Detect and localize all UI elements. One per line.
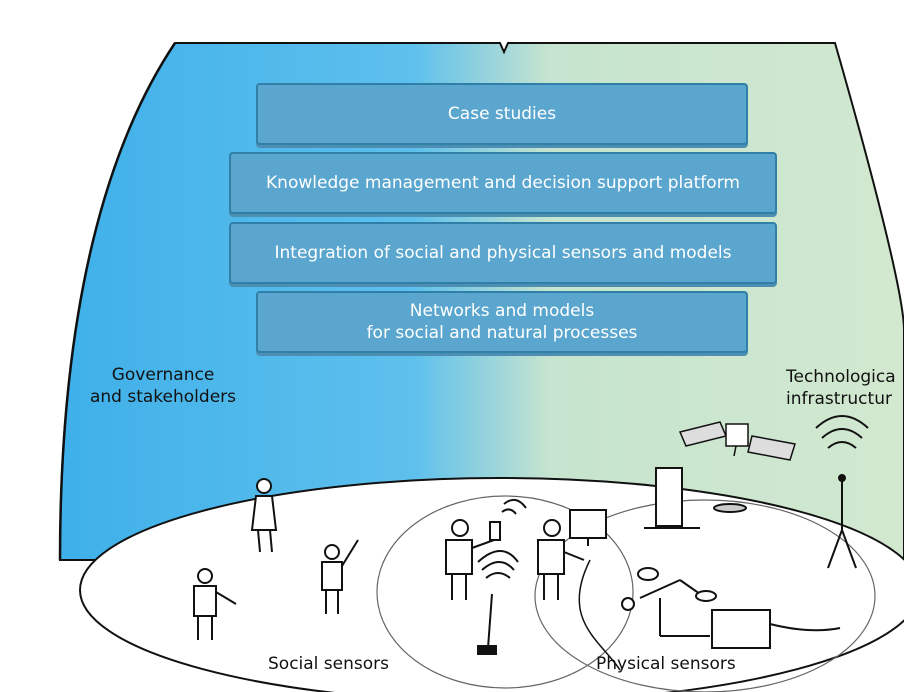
technological-label-line1: Technologica xyxy=(786,367,896,387)
layer-knowledge-platform: Knowledge management and decision suppor… xyxy=(229,152,777,214)
layer-label: Knowledge management and decision suppor… xyxy=(266,173,740,193)
dome-outline-left xyxy=(58,42,177,561)
person-with-computer-icon xyxy=(537,509,607,600)
physical-sensors-label: Physical sensors xyxy=(596,654,736,674)
person-waving-icon xyxy=(321,539,359,614)
antenna-tower-icon xyxy=(815,415,869,569)
layer-networks-models: Networks and models for social and natur… xyxy=(256,291,748,353)
ground-ellipse xyxy=(79,477,904,692)
governance-label-line2: and stakeholders xyxy=(89,387,237,407)
layer-label-line1: Networks and models xyxy=(409,301,595,321)
weather-station-icon xyxy=(621,567,841,649)
layer-label-line2: for social and natural processes xyxy=(366,323,638,343)
person-icon xyxy=(250,478,278,553)
person-icon xyxy=(193,568,237,640)
mobile-antenna-icon xyxy=(477,550,519,655)
sensor-cable xyxy=(578,559,621,671)
social-sensors-circle xyxy=(376,495,634,689)
social-sensors-label: Social sensors xyxy=(268,654,390,674)
governance-label-line1: Governance xyxy=(111,365,215,385)
layer-label: Integration of social and physical senso… xyxy=(274,243,732,263)
satellite-icon xyxy=(678,421,796,461)
physical-sensors-circle xyxy=(534,499,876,692)
layer-case-studies: Case studies xyxy=(256,83,748,145)
person-with-phone-icon xyxy=(445,498,527,600)
rain-gauge-icon xyxy=(644,467,747,529)
technological-label: Technologica infrastructur xyxy=(786,366,904,410)
governance-label: Governance and stakeholders xyxy=(78,364,248,408)
layer-label: Case studies xyxy=(447,104,557,124)
technological-label-line2: infrastructur xyxy=(786,389,892,409)
layer-integration: Integration of social and physical senso… xyxy=(229,222,777,284)
